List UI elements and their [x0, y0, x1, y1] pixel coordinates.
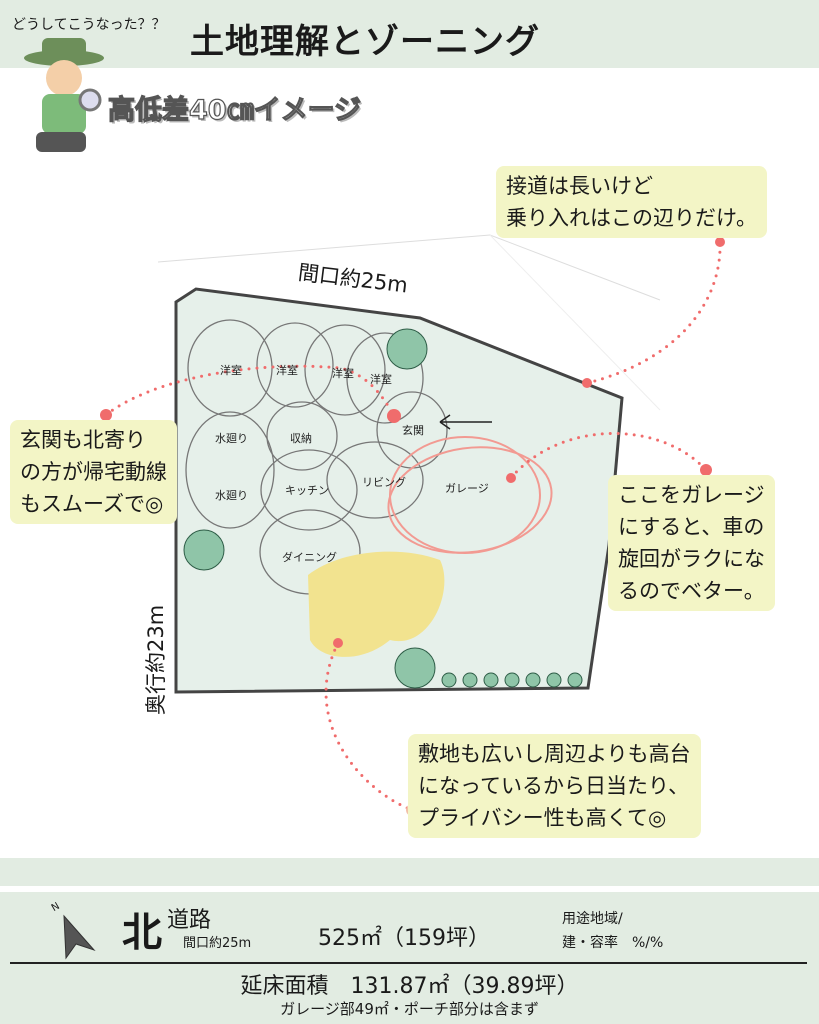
callout-sunlight: 敷地も広いし周辺よりも高台 になっているから日当たり、 プライバシー性も高くて◎ [408, 734, 701, 838]
callout-line: の方が帰宅動線 [20, 460, 167, 484]
north-mark: N [49, 900, 62, 915]
detective-illustration [24, 38, 104, 152]
entry-arrow [439, 414, 492, 430]
room-label: 水廻り [215, 489, 248, 502]
callout-line: ここをガレージ [618, 483, 765, 507]
site-area: 525㎡（159坪） [318, 926, 490, 951]
lot-outline [174, 287, 624, 694]
depth-label: 奥行約23m [144, 604, 168, 715]
site-plan [100, 234, 725, 816]
road-label: 道路 [167, 908, 212, 933]
ratio-label: 建・容率 %/% [562, 935, 664, 951]
callout-line: もスムーズで◎ [20, 492, 164, 516]
divider [10, 962, 807, 964]
callout-line: 乗り入れはこの辺りだけ。 [506, 206, 757, 230]
page-title: 土地理解とゾーニング [190, 22, 540, 62]
room-label: 収納 [290, 432, 312, 445]
callout-line: 旋回がラクにな [618, 547, 765, 571]
room-label: 洋室 [370, 373, 392, 386]
room-label: 水廻り [215, 432, 248, 445]
road-frontage: 間口約25m [183, 936, 252, 951]
section-heading: 高低差40㎝イメージ [107, 94, 362, 126]
callout-line: プライバシー性も高くて◎ [418, 806, 667, 830]
room-label: 洋室 [220, 364, 242, 377]
callout-entrance: 玄関も北寄り の方が帰宅動線 もスムーズで◎ [10, 420, 177, 524]
header-bar [0, 0, 819, 68]
north-arrow-icon [63, 914, 96, 960]
callout-access: 接道は長いけど 乗り入れはこの辺りだけ。 [496, 166, 767, 238]
callout-line: にすると、車の [618, 515, 765, 539]
divider-band [0, 858, 819, 886]
site-info-panel: N 北 道路 間口約25m 525㎡（159坪） 用途地域/ 建・容率 %/% … [0, 892, 819, 1024]
room-label: 玄関 [402, 424, 424, 437]
subtitle: どうしてこうなった？？ [12, 17, 166, 33]
callout-line: るのでベター。 [618, 579, 765, 603]
room-label: リビング [362, 476, 406, 489]
callout-line: になっているから日当たり、 [418, 774, 690, 798]
room-label: 洋室 [276, 364, 298, 377]
room-label: 洋室 [332, 367, 354, 380]
sunny-area [308, 551, 445, 657]
floor-area-note: ガレージ部49㎡・ポーチ部分は含まず [280, 1000, 539, 1018]
floor-area: 延床面積 131.87㎡（39.89坪） [240, 974, 579, 999]
zoning-label: 用途地域/ [562, 911, 623, 927]
callout-line: 接道は長いけど [506, 174, 653, 198]
callout-line: 敷地も広いし周辺よりも高台 [418, 742, 691, 766]
callout-garage: ここをガレージ にすると、車の 旋回がラクにな るのでベター。 [608, 475, 775, 611]
callout-line: 玄関も北寄り [20, 428, 146, 452]
room-label: ガレージ [445, 482, 489, 495]
room-label: ダイニング [282, 551, 337, 564]
room-label: キッチン [285, 484, 329, 497]
direction: 北 [122, 910, 162, 956]
